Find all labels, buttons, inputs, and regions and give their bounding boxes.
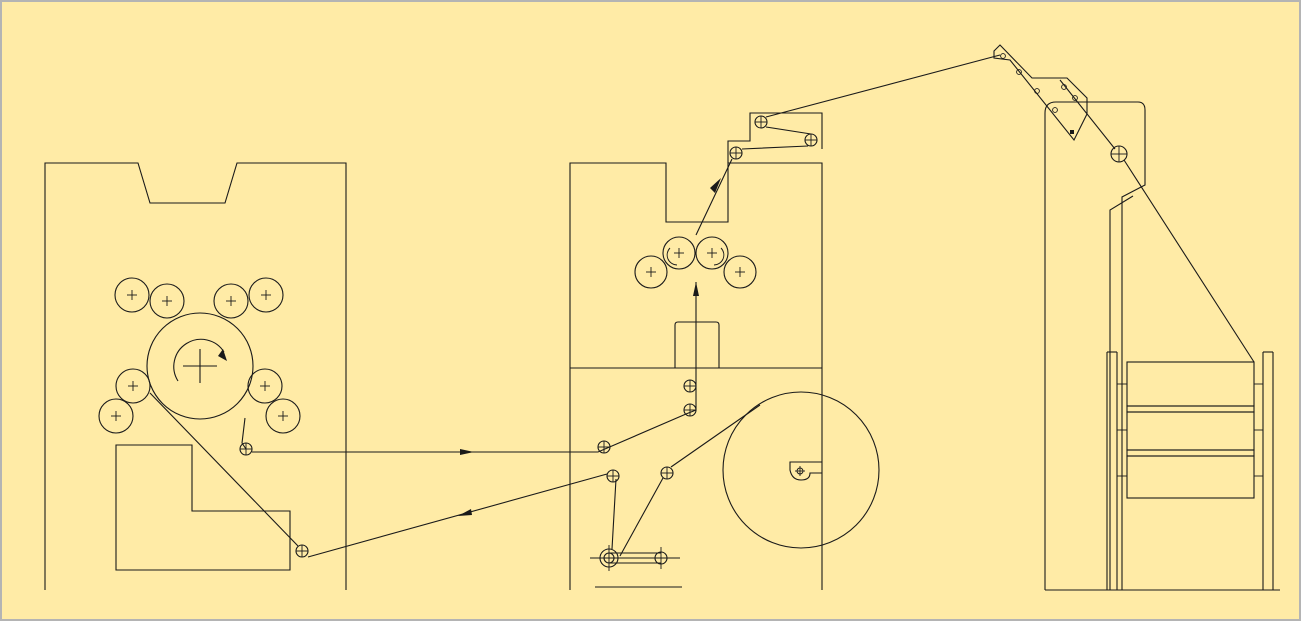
roller [114, 277, 150, 313]
main-drum [146, 312, 254, 420]
rotation-arrow-icon [173, 338, 225, 382]
reel-core-mark [795, 466, 805, 476]
guide-roller-small [1110, 145, 1128, 163]
web-line-winder [1059, 79, 1255, 363]
flow-arrow-icon [458, 509, 472, 516]
roller [695, 236, 729, 270]
web-line-up [695, 54, 1001, 236]
web-line-reel [619, 404, 761, 557]
roller [98, 398, 134, 434]
upper-bracket [727, 112, 823, 163]
main-drum-center-mark [183, 349, 217, 383]
guide-roller-small [295, 544, 309, 558]
roller [634, 255, 668, 289]
coater-unit [44, 162, 347, 590]
web-line-drum [149, 392, 299, 547]
tension-arm [993, 44, 1088, 142]
calender-rollers [634, 236, 757, 289]
coater-inner-panel [115, 444, 291, 571]
guide-roller-small [729, 146, 743, 160]
winder-inner-post [1109, 195, 1134, 590]
roller [149, 283, 185, 319]
tension-arm-pins [1000, 53, 1078, 134]
winder-unit [993, 44, 1280, 591]
winder-frame [1044, 101, 1146, 590]
calender-inner-box [674, 321, 720, 368]
flow-arrow-icon [460, 449, 474, 455]
roller [723, 255, 757, 289]
flow-arrow-icon [710, 178, 721, 193]
nip-rotation-arrow-icon [713, 247, 725, 266]
roller [662, 236, 696, 270]
guide-roller-small [804, 133, 818, 147]
web-line-out [241, 282, 697, 453]
nip-rotation-arrow-icon [666, 247, 678, 266]
reel-core-notch [789, 461, 822, 481]
coater-frame [44, 162, 347, 590]
winder-rack [1045, 351, 1280, 591]
guide-roller-small [606, 469, 620, 483]
roller [247, 368, 283, 404]
roller [248, 277, 284, 313]
rotation-arrowhead-icon [218, 349, 227, 361]
roller [265, 398, 301, 434]
coater-rollers [98, 277, 301, 434]
roll-layer [1126, 455, 1255, 499]
guide-roller-small [683, 379, 697, 393]
roller [115, 368, 151, 404]
roll-stack [1117, 361, 1263, 499]
roller [213, 283, 249, 319]
web-line-return [307, 473, 617, 558]
flow-arrow-icon [693, 282, 699, 296]
guide-roller-small [660, 466, 674, 480]
calender-frame [569, 162, 823, 590]
dancer-arm [590, 545, 680, 571]
guide-roller-small [754, 115, 768, 129]
web-path [149, 54, 1255, 558]
unwind-reel [722, 391, 880, 549]
